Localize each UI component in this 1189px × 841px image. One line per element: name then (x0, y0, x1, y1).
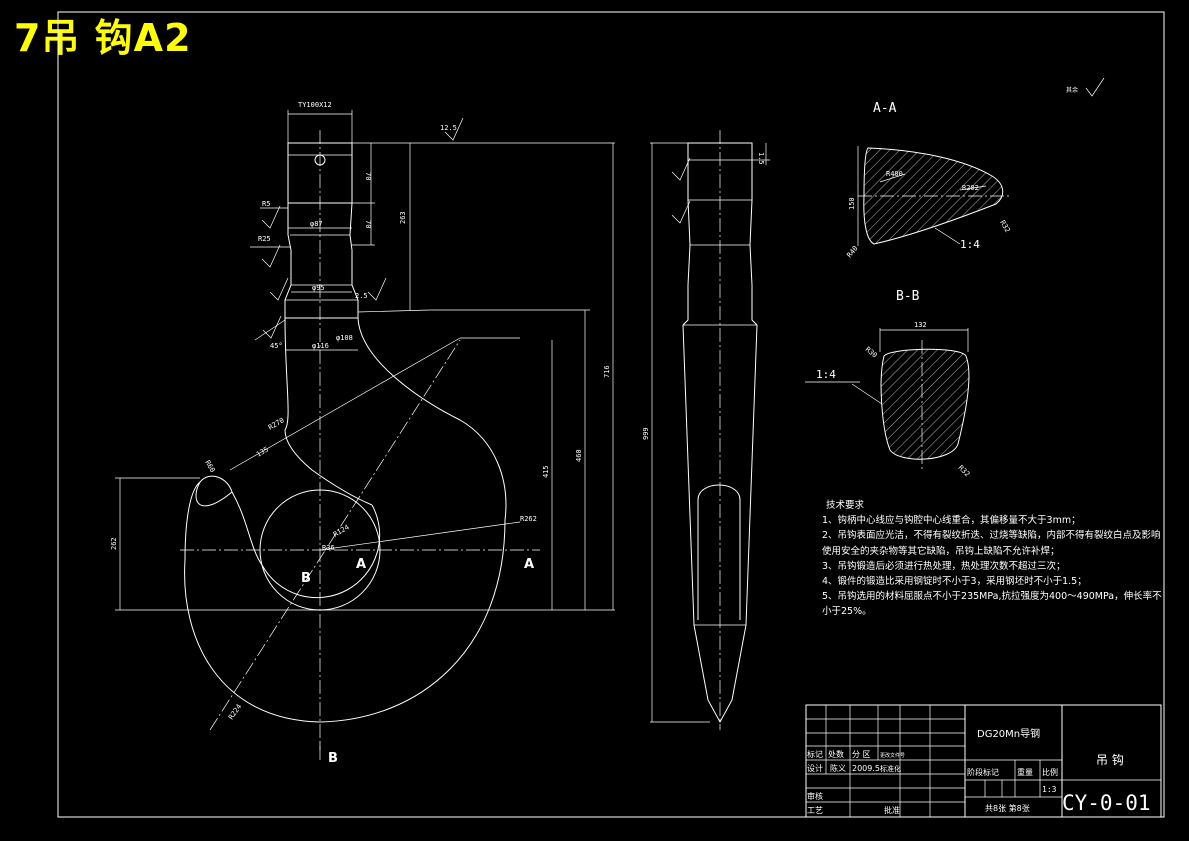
dim-d108: φ108 (336, 334, 353, 342)
tb-approve: 批准 (884, 805, 900, 815)
note-item-1: 1、钩柄中心线应与钩腔中心线重合，其偏移量不大于3mm； (822, 515, 1081, 527)
note-item-2: 2、吊钩表面应光洁，不得有裂纹折迭、过烧等缺陷，内部不得有裂纹白点及影响使用安全… (822, 530, 1161, 557)
note-item-3: 3、吊钩锻造后必须进行热处理，热处理次数不超过三次； (822, 560, 1066, 572)
dim-r270: R270 (267, 416, 286, 431)
technical-notes: 技术要求 1、钩柄中心线应与钩腔中心线重合，其偏移量不大于3mm； 2、吊钩表面… (822, 498, 1162, 620)
dim-716: 716 (603, 365, 611, 378)
tb-change-doc: 更改文件号 (880, 752, 905, 759)
tb-designer: 陈义 (830, 763, 846, 773)
sec-r32: R32 (998, 219, 1011, 234)
rough-12-5: 12.5 (440, 124, 457, 132)
dim-chamfer: 2.5 (355, 292, 368, 300)
sec-r40: R40 (845, 244, 859, 259)
tb-review: 审核 (807, 791, 823, 801)
sec-taper-bb: 1:4 (816, 368, 836, 381)
dim-thread: TY100X12 (298, 101, 332, 109)
dim-r124: R124 (332, 523, 351, 538)
sec-132: 132 (914, 321, 927, 329)
tb-stage-mark: 阶段标记 (967, 767, 999, 777)
tb-std: 标准化 (880, 764, 901, 773)
tb-designer-label: 设计 (807, 763, 823, 773)
dim-side-chamfer: 1.5 (757, 152, 765, 165)
dim-angle: 45° (270, 342, 283, 350)
dim-263: 263 (399, 211, 407, 224)
dim-262: 262 (110, 537, 118, 550)
tb-material: DG20Mn导钢 (977, 727, 1040, 740)
cut-label-a-outer: A (524, 557, 534, 572)
cut-label-b-inner: B (301, 571, 311, 586)
front-view (115, 110, 615, 760)
sec-r202: R202 (962, 184, 979, 192)
dim-r60: R60 (203, 459, 216, 474)
dim-d116: φ116 (312, 342, 329, 350)
tb-weight: 重量 (1017, 767, 1033, 777)
tb-scale: 1:3 (1042, 785, 1057, 794)
roughness-mark-icon (1085, 77, 1105, 97)
tb-part-name: 吊 钩 (1096, 753, 1124, 767)
section-bb-title: B-B (896, 289, 920, 304)
note-item-5: 5、吊钩选用的材料屈服点不小于235MPa,抗拉强度为400～490MPa，伸长… (822, 591, 1162, 618)
section-aa-title: A-A (873, 101, 897, 116)
tb-mark: 标记 (807, 749, 823, 759)
dim-999: 999 (642, 427, 650, 440)
tb-scale-label: 比例 (1042, 767, 1058, 777)
side-view (650, 130, 770, 730)
dim-415: 415 (542, 465, 550, 478)
tb-process: 工艺 (807, 806, 823, 815)
cut-label-a-inner: A (356, 557, 366, 572)
section-bb-shape (880, 348, 970, 460)
dim-135: 135 (255, 445, 270, 458)
sec-r32b: R32 (957, 464, 972, 479)
tb-drawing-no: CY-0-01 (1062, 791, 1151, 815)
sec-r400: R400 (886, 170, 903, 178)
tb-date: 2009.5 (852, 764, 880, 773)
dim-d95: φ95 (312, 284, 325, 292)
sec-taper-aa: 1:4 (960, 238, 980, 251)
tb-count: 处数 (828, 749, 844, 759)
drawing-border (57, 11, 1165, 818)
title-block (805, 704, 1162, 818)
note-item-4: 4、锻件的锻造比采用钢锭时不小于3，采用钢坯时不小于1.5； (822, 576, 1087, 588)
dim-r5: R5 (262, 200, 270, 208)
cut-label-b-outer: B (328, 751, 338, 766)
drawing-title: 7吊 钩A2 (14, 16, 192, 60)
sec-150: 150 (848, 197, 856, 210)
dim-r36: R36 (322, 544, 335, 552)
dim-r262: R262 (520, 515, 537, 523)
dim-d87: φ87 (310, 220, 323, 228)
dim-460: 460 (575, 449, 583, 462)
dim-70b: 70 (364, 220, 372, 228)
tb-sheets: 共8张 第8张 (985, 803, 1030, 813)
rough-other-label: 其余 (1066, 86, 1078, 94)
notes-heading: 技术要求 (826, 500, 865, 511)
dim-70a: 70 (364, 172, 372, 180)
tb-zone: 分 区 (852, 750, 871, 759)
dim-r25: R25 (258, 235, 271, 243)
dim-r224: R224 (227, 703, 243, 721)
sec-r30: R30 (864, 345, 879, 359)
